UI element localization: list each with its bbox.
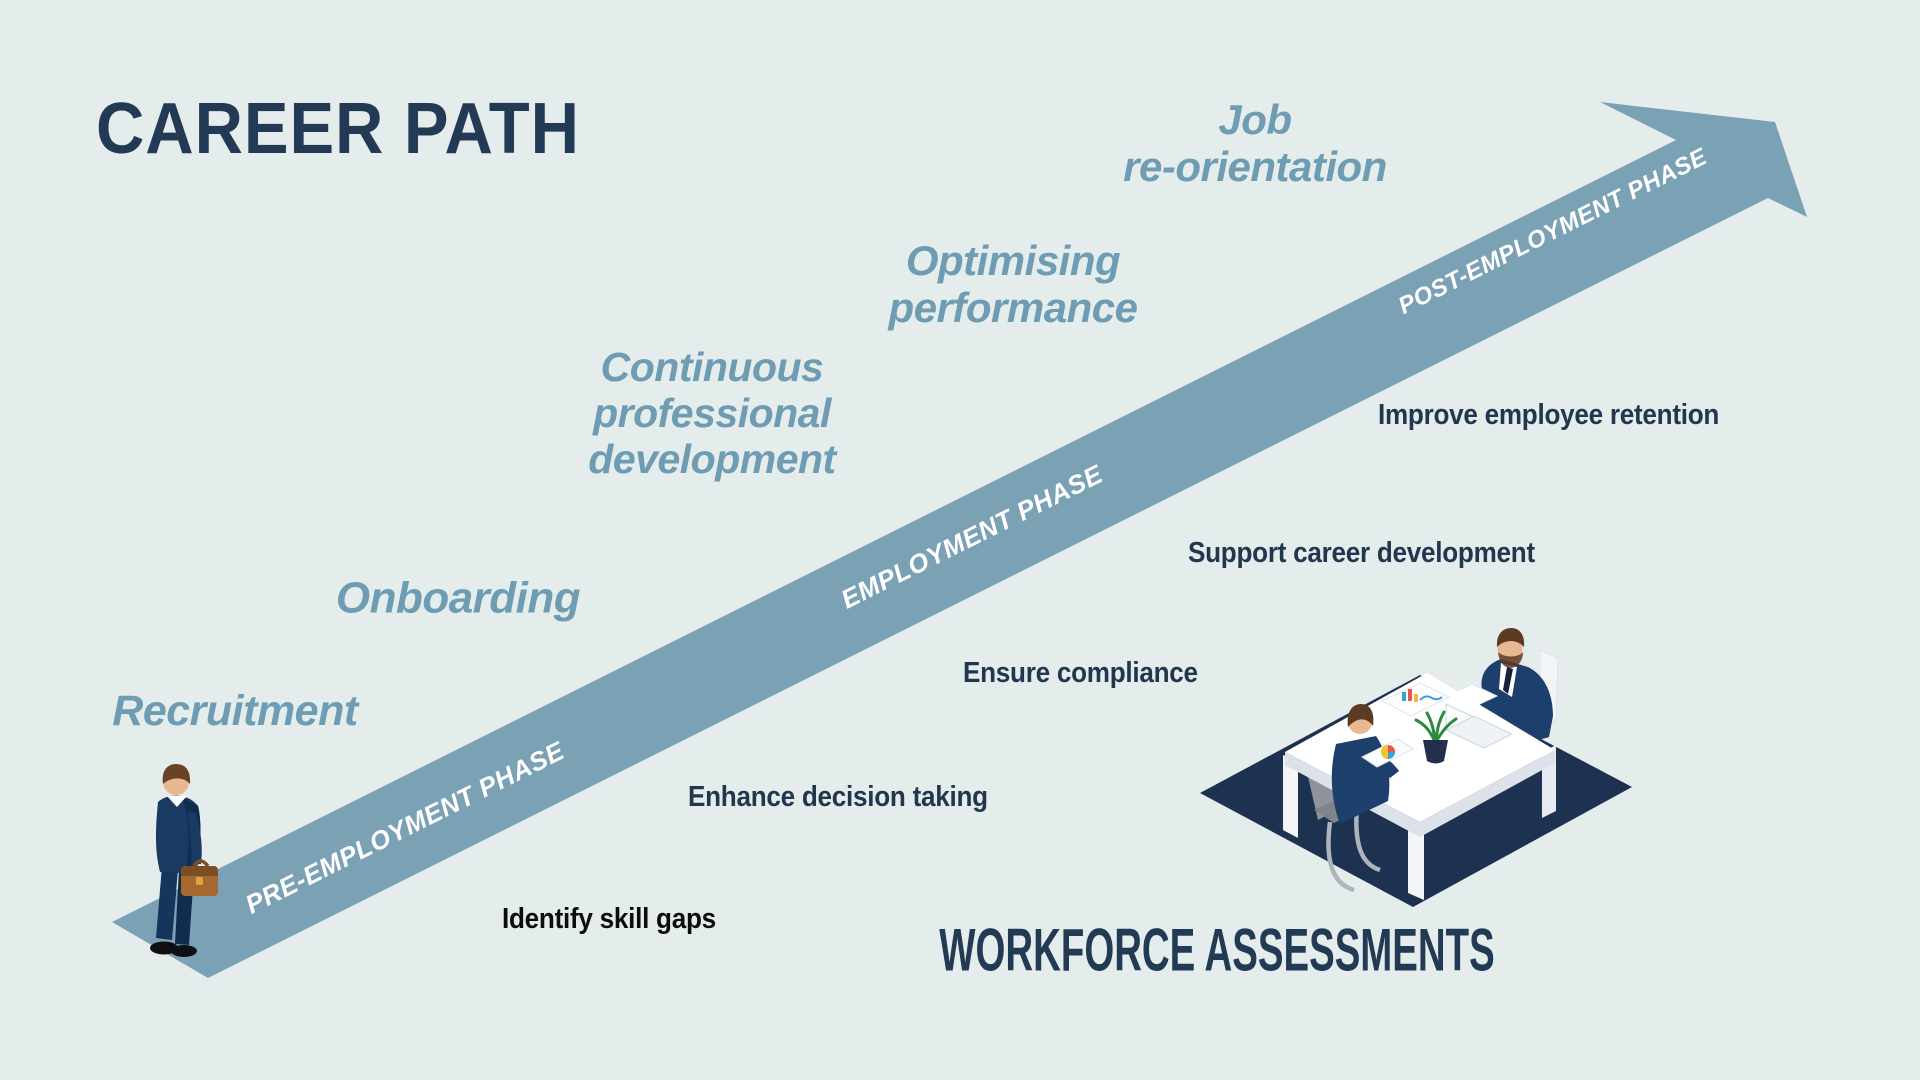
- pie-slice: [1388, 745, 1395, 752]
- career-path-arrow: [112, 102, 1807, 978]
- table-leg: [1283, 755, 1298, 838]
- benefit-label-enhance-decision-taking: Enhance decision taking: [688, 781, 988, 813]
- plant-pot: [1423, 740, 1448, 764]
- benefit-label-improve-employee-retention: Improve employee retention: [1378, 399, 1720, 431]
- chair-frame: [1326, 821, 1355, 893]
- chart-bar: [1408, 689, 1412, 701]
- arrow-shape: [112, 102, 1807, 978]
- businessman-illustration: [150, 764, 218, 957]
- benefit-label-identify-skill-gaps: Identify skill gaps: [502, 903, 716, 935]
- interview-table-illustration: [1200, 628, 1632, 907]
- plant-icon: [1414, 710, 1458, 764]
- trouser-leg: [156, 866, 178, 940]
- beard: [1498, 652, 1523, 668]
- benefit-label-support-career-development: Support career development: [1188, 537, 1535, 569]
- shirt-collar: [167, 796, 187, 807]
- hair: [1347, 704, 1374, 727]
- laptop-base: [1444, 715, 1514, 749]
- shoe-icon: [171, 945, 197, 957]
- stage-label-onboarding: Onboarding: [335, 573, 581, 623]
- hair: [1496, 628, 1525, 647]
- briefcase-handle-icon: [192, 859, 210, 868]
- shoe-icon: [150, 941, 178, 955]
- page-title: CAREER PATH: [96, 89, 580, 169]
- stage-label-job-re-orientation: Job re-orientation: [1123, 95, 1387, 190]
- chart-bar: [1414, 694, 1418, 702]
- pie-slice: [1388, 752, 1395, 759]
- tie: [1503, 667, 1513, 694]
- briefcase-clasp: [196, 877, 203, 885]
- chart-bar: [1402, 692, 1406, 701]
- plant-leaves: [1414, 710, 1458, 744]
- arm: [187, 812, 202, 865]
- footer-title: WORKFORCE ASSESSMENTS: [939, 916, 1495, 984]
- table-leg: [1408, 820, 1424, 900]
- hair: [162, 764, 191, 784]
- laptop-icon: [1444, 703, 1514, 749]
- stage-label-optimising-performance: Optimising performance: [888, 236, 1138, 331]
- briefcase-flap: [181, 866, 218, 876]
- benefit-label-ensure-compliance: Ensure compliance: [963, 657, 1198, 689]
- chart-line: [1419, 695, 1443, 701]
- stage-label-recruitment: Recruitment: [112, 686, 358, 735]
- stage-label-continuous-professional-development: Continuous professional development: [588, 344, 836, 482]
